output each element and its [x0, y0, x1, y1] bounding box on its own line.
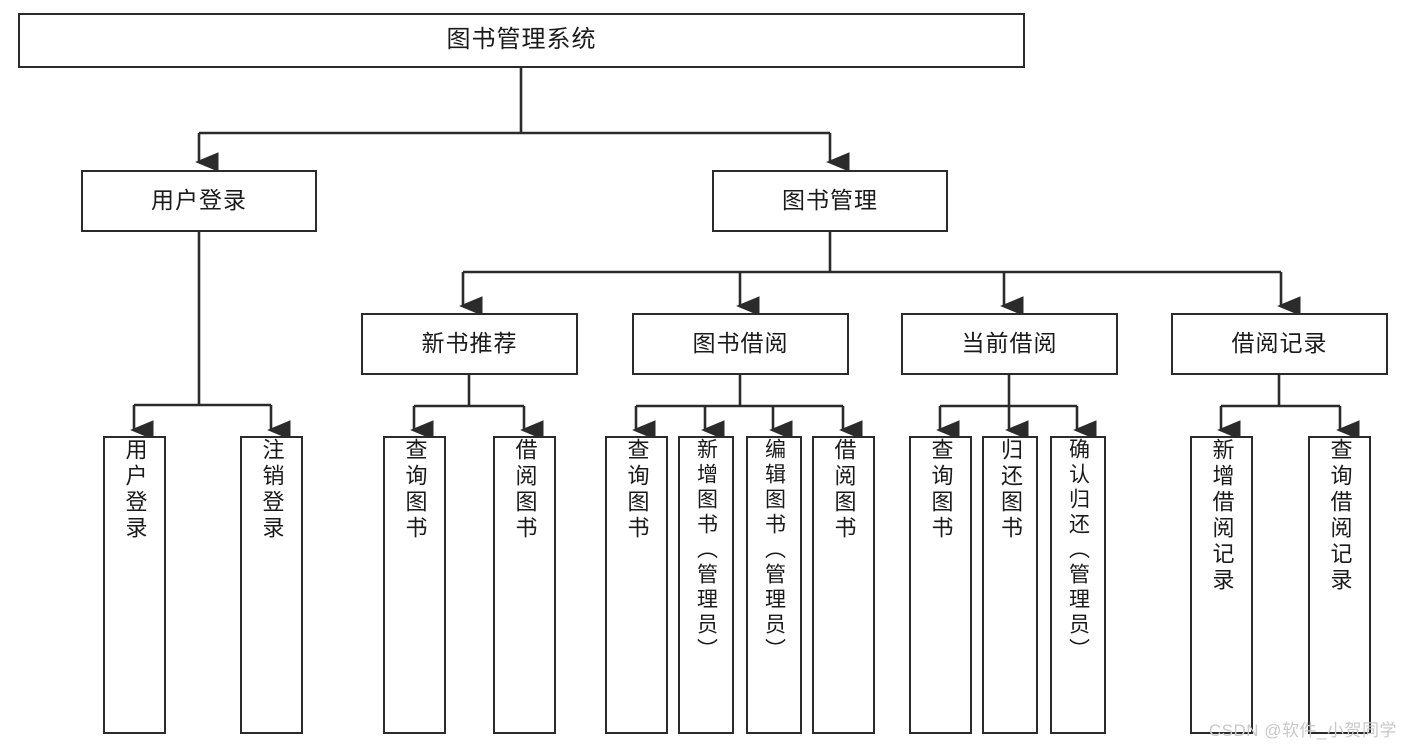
- node-current-borrow[interactable]: 当前借阅: [901, 313, 1118, 375]
- node-label: 图书管理: [782, 187, 878, 214]
- node-label: 归还图书: [998, 438, 1023, 542]
- node-label: 查询借阅记录: [1327, 438, 1353, 594]
- node-label: 借阅图书: [512, 438, 538, 542]
- node-label: 借阅图书: [831, 438, 857, 542]
- node-label: 借阅记录: [1231, 330, 1328, 357]
- node-label: 用户登录: [151, 187, 247, 214]
- node-book-management[interactable]: 图书管理: [712, 170, 948, 232]
- node-label: 查询图书: [624, 438, 650, 542]
- leaf-record-add-borrow-record[interactable]: 新增借阅记录: [1190, 436, 1253, 734]
- leaf-borrow-borrow-book[interactable]: 借阅图书: [812, 436, 875, 734]
- leaf-record-query-borrow-record[interactable]: 查询借阅记录: [1308, 436, 1371, 734]
- leaf-current-confirm-return-admin[interactable]: 确认归还（管理员）: [1050, 436, 1106, 734]
- node-label: 新书推荐: [421, 330, 518, 357]
- node-user-login[interactable]: 用户登录: [81, 170, 317, 232]
- node-label: 图书借阅: [692, 330, 789, 357]
- leaf-borrow-query-book[interactable]: 查询图书: [605, 436, 668, 734]
- node-label: 当前借阅: [961, 330, 1058, 357]
- csdn-watermark: CSDN @软件_小贺同学: [1208, 721, 1397, 740]
- node-label: 注销登录: [259, 438, 285, 542]
- node-label: 用户登录: [122, 438, 148, 542]
- node-label: 新增图书（管理员）: [694, 438, 718, 663]
- node-root-book-management-system[interactable]: 图书管理系统: [18, 13, 1025, 68]
- node-borrow-record[interactable]: 借阅记录: [1171, 313, 1388, 375]
- leaf-new-book-query-book[interactable]: 查询图书: [383, 436, 446, 734]
- node-label: 查询图书: [402, 438, 428, 542]
- leaf-borrow-add-book-admin[interactable]: 新增图书（管理员）: [678, 436, 734, 734]
- leaf-user-login-login[interactable]: 用户登录: [103, 436, 166, 734]
- node-label: 查询图书: [928, 438, 954, 542]
- leaf-current-query-book[interactable]: 查询图书: [909, 436, 972, 734]
- leaf-user-login-logout[interactable]: 注销登录: [240, 436, 303, 734]
- node-book-borrow[interactable]: 图书借阅: [632, 313, 849, 375]
- leaf-current-return-book[interactable]: 归还图书: [982, 436, 1038, 734]
- node-label: 确认归还（管理员）: [1066, 438, 1090, 663]
- node-label: 新增借阅记录: [1209, 438, 1235, 594]
- node-label: 图书管理系统: [446, 26, 597, 54]
- leaf-new-book-borrow-book[interactable]: 借阅图书: [493, 436, 556, 734]
- node-new-book-recommend[interactable]: 新书推荐: [361, 313, 578, 375]
- leaf-borrow-edit-book-admin[interactable]: 编辑图书（管理员）: [746, 436, 802, 734]
- node-label: 编辑图书（管理员）: [762, 438, 786, 663]
